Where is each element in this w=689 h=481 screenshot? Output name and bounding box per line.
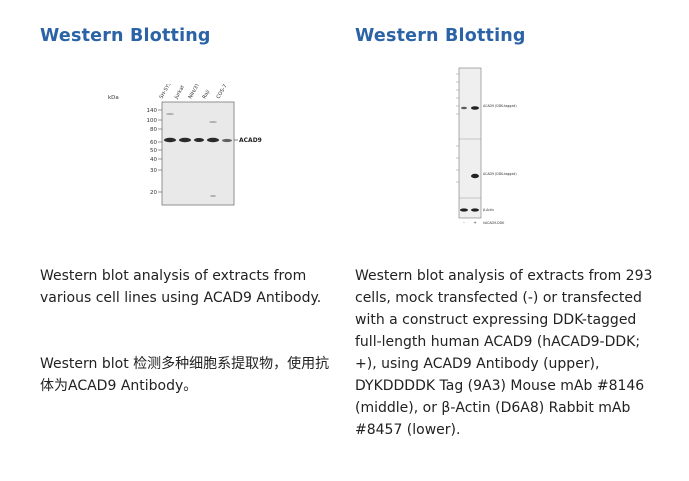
membrane — [458, 67, 482, 219]
band — [471, 208, 479, 212]
right-western-blot-image: ACAD9 (DDK-tagged) ACAD9 (DDK-tagged) β-… — [456, 67, 517, 225]
band — [179, 137, 191, 143]
band-label: ACAD9 (DDK-tagged) — [483, 104, 517, 108]
lane-label: SH-SY5Y — [159, 84, 175, 100]
band — [460, 208, 468, 212]
band — [207, 137, 219, 143]
left-western-blot-image: kDa SH-SY5Y Jurkat NIH/3T3 Raji COS-7 14… — [108, 84, 262, 206]
mw-marker: 50 — [150, 148, 157, 154]
mw-marker: 140 — [147, 108, 158, 114]
kda-label: kDa — [108, 95, 119, 101]
band-label: β-Actin — [483, 208, 494, 212]
left-caption-zh: Western blot 检测多种细胞系提取物，使用抗体为ACAD9 Antib… — [40, 356, 330, 394]
lane-sign: + — [473, 220, 476, 225]
lane-label: Jurkat — [173, 84, 186, 100]
mw-marker: 30 — [150, 168, 157, 174]
band — [164, 137, 176, 143]
band — [194, 138, 204, 142]
lane-label: COS-7 — [216, 84, 229, 100]
left-heading: Western Blotting — [40, 26, 211, 46]
lane-caption: hACAD9-DDK — [483, 221, 505, 225]
mw-marker: 60 — [150, 140, 157, 146]
band — [209, 121, 217, 123]
band — [461, 106, 467, 110]
lane-label: Raji — [202, 89, 212, 100]
band-label: ACAD9 (DDK-tagged) — [483, 172, 517, 176]
mw-marker: 100 — [147, 118, 158, 124]
band — [222, 138, 232, 143]
band — [210, 195, 216, 197]
right-heading: Western Blotting — [355, 26, 526, 46]
lane-label: NIH/3T3 — [188, 84, 203, 100]
lane-sign: - — [463, 220, 465, 225]
mw-marker: 20 — [150, 190, 157, 196]
membrane — [161, 101, 235, 206]
target-label: ACAD9 — [239, 137, 262, 144]
left-caption-en: Western blot analysis of extracts from v… — [40, 268, 322, 306]
mw-marker: 80 — [150, 127, 157, 133]
mw-marker: 40 — [150, 157, 157, 163]
band — [166, 113, 174, 115]
band — [471, 173, 479, 179]
band — [471, 106, 479, 110]
right-caption: Western blot analysis of extracts from 2… — [355, 268, 653, 438]
